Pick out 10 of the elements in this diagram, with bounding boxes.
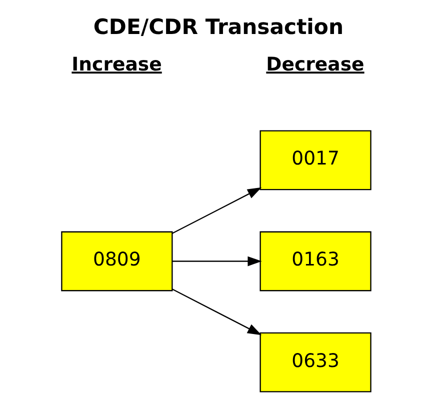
node-box: 0633: [260, 332, 372, 392]
arrow: [172, 288, 262, 336]
node-box: 0163: [260, 231, 372, 292]
node-box: 0809: [61, 231, 173, 292]
arrow: [172, 187, 262, 234]
node-box: 0017: [260, 130, 372, 190]
diagram-title: CDE/CDR Transaction: [93, 14, 344, 39]
label: Decrease: [266, 54, 364, 76]
label: Increase: [72, 54, 162, 76]
arrow: [172, 256, 262, 266]
